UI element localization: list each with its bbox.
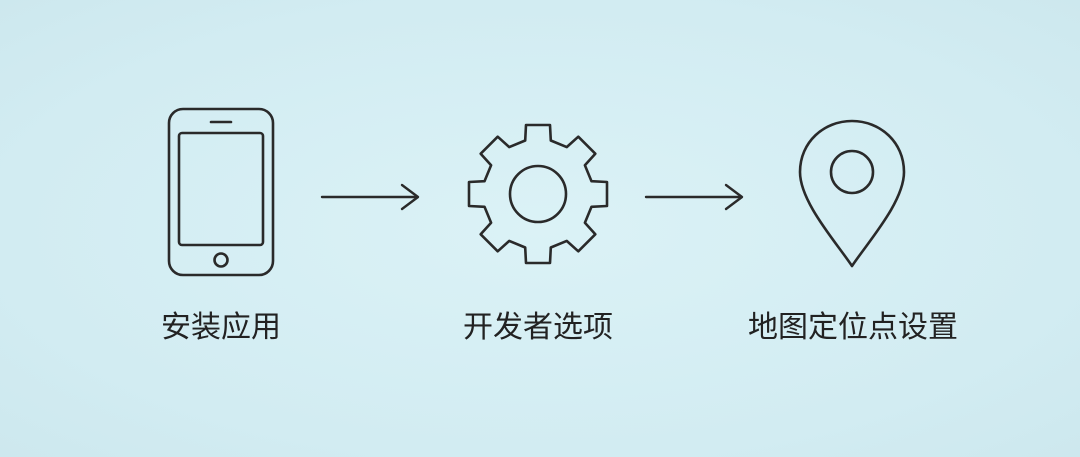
smartphone-icon <box>166 106 276 278</box>
gear-icon <box>458 118 618 270</box>
step-label-install-app: 安装应用 <box>161 310 281 345</box>
gear-outline <box>467 123 609 265</box>
step-label-developer-options: 开发者选项 <box>463 310 613 345</box>
map-pin-icon <box>796 118 908 270</box>
arrow-right-icon <box>644 182 746 216</box>
arrow-right-icon <box>320 182 422 216</box>
step-label-map-location-setting: 地图定位点设置 <box>748 310 958 345</box>
gear-center-hole <box>508 164 568 224</box>
